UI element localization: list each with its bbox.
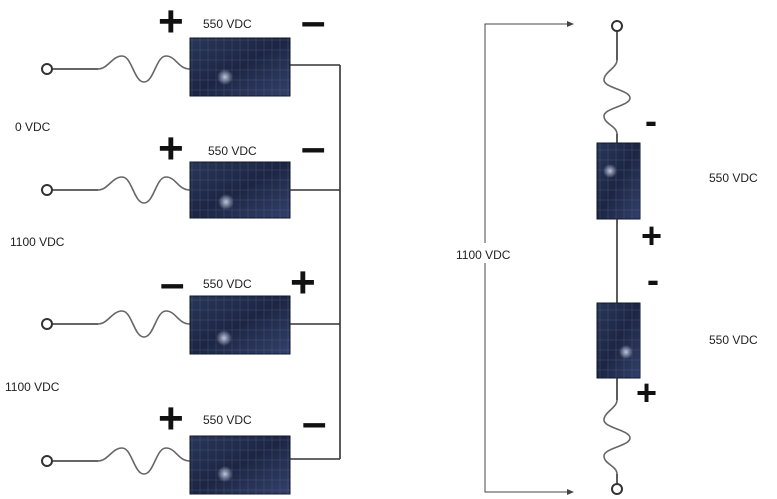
left-parallel-diagram: + 550 VDC – 0 VDC + 550 VDC – 1100 VDC — [5, 0, 341, 495]
string-2: + 550 VDC – — [41, 123, 340, 219]
fuse-icon — [97, 310, 191, 338]
fuse-icon — [97, 176, 191, 204]
terminal — [41, 455, 53, 467]
string-4: + 550 VDC – — [41, 394, 340, 495]
module-voltage-label: 550 VDC — [203, 277, 252, 291]
gap-voltage-label: 1100 VDC — [5, 380, 60, 394]
module-voltage-label: 550 VDC — [203, 17, 252, 31]
plus-sign: + — [158, 394, 184, 443]
module-voltage-label: 550 VDC — [208, 144, 257, 158]
terminal — [41, 318, 53, 330]
terminal — [611, 20, 623, 32]
arrow-head — [567, 489, 574, 495]
module-voltage-label: 550 VDC — [203, 413, 252, 427]
plus-sign: + — [158, 0, 184, 46]
fuse-icon — [97, 447, 191, 475]
fuse-icon — [97, 55, 191, 83]
string-1: + 550 VDC – — [41, 0, 340, 97]
right-series-diagram: 1100 VDC - 550 VDC + - 550 VDC + — [455, 20, 758, 495]
terminal — [611, 483, 623, 495]
gap-voltage-label: 1100 VDC — [10, 235, 65, 249]
plus-sign: + — [636, 372, 657, 413]
fuse-icon — [603, 399, 631, 475]
plus-sign: + — [290, 258, 316, 307]
module-voltage-label: 550 VDC — [709, 333, 758, 347]
minus-sign: – — [160, 259, 184, 308]
terminal — [41, 63, 53, 75]
terminal — [41, 184, 53, 196]
gap-voltage-label: 0 VDC — [15, 120, 51, 134]
minus-sign: - — [647, 259, 659, 300]
plus-sign: + — [158, 124, 184, 173]
minus-sign: - — [645, 100, 657, 141]
minus-sign: – — [301, 123, 325, 172]
total-voltage-label: 1100 VDC — [456, 248, 511, 262]
minus-sign: – — [301, 0, 325, 46]
fuse-icon — [603, 59, 631, 135]
module-voltage-label: 550 VDC — [709, 171, 758, 185]
plus-sign: + — [641, 215, 662, 256]
arrow-head — [567, 21, 574, 27]
string-3: – 550 VDC + — [41, 258, 340, 355]
minus-sign: – — [302, 398, 326, 447]
